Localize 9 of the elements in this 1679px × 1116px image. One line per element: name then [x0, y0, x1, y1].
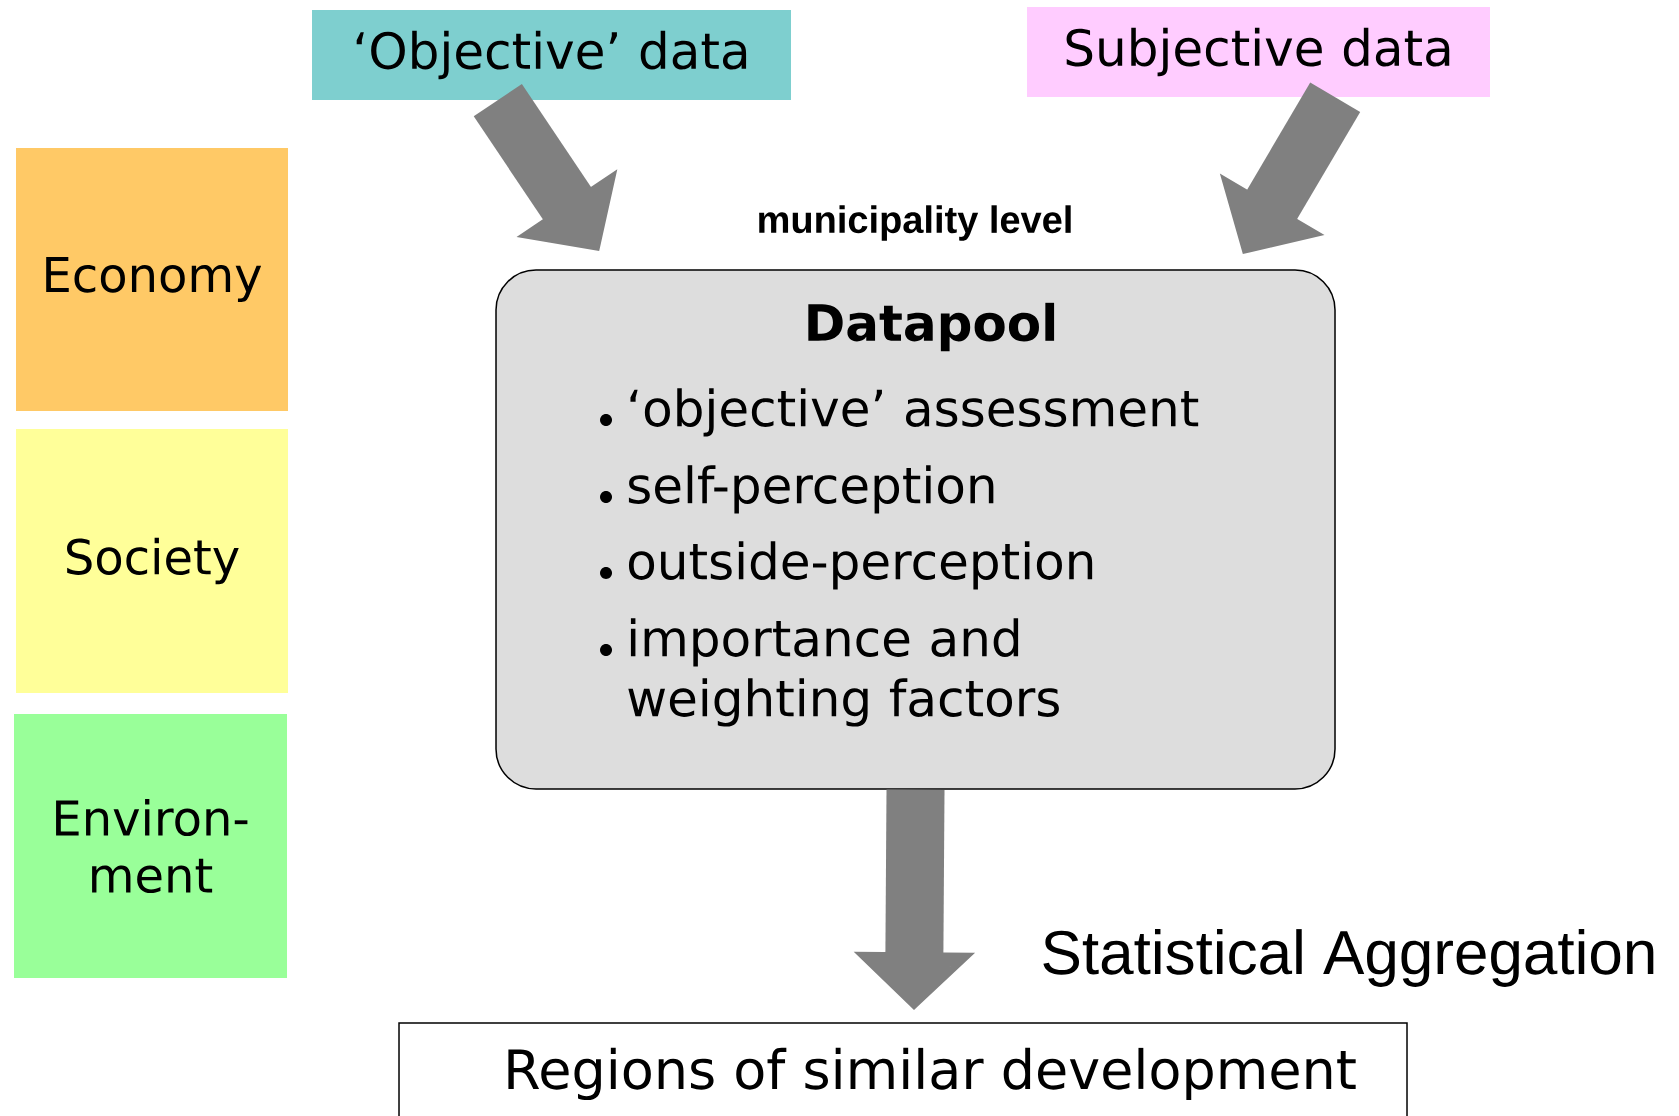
label-box: Environ- ment — [14, 714, 287, 978]
label-box: ‘Objective’ data — [312, 10, 791, 100]
result-box: Regions of similar development — [398, 1022, 1408, 1116]
edge-label: Statistical Aggregation — [1043, 929, 1654, 987]
level-label: municipality level — [759, 205, 1071, 241]
label-box: Economy — [16, 148, 288, 411]
label-box: Subjective data — [1027, 7, 1490, 97]
label-box: Society — [16, 429, 288, 693]
datapool-box: Datapool ‘objective’ assessment self-perception outside-perception importance and weighting factors — [495, 269, 1336, 790]
